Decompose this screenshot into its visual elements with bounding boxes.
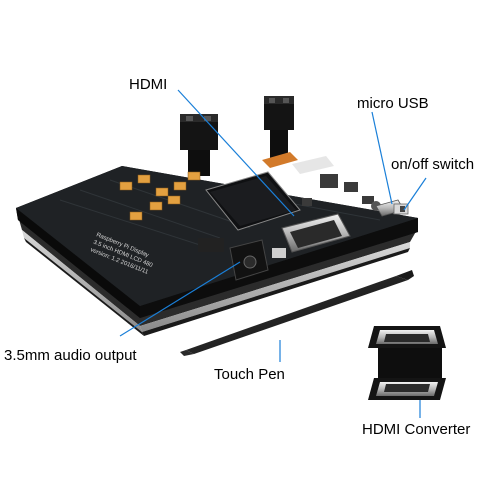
- on-off-switch: [393, 203, 409, 215]
- pointer-switch: [403, 177, 427, 211]
- capacitors: [119, 171, 201, 221]
- label-touch-pen: Touch Pen: [214, 366, 285, 383]
- board-print: Raspberry Pi Display 3.5 inch HDMI LCD 4…: [89, 232, 154, 276]
- pointer-micro-usb: [371, 111, 393, 205]
- label-on-off-switch: on/off switch: [391, 156, 475, 173]
- audio-jack: [198, 238, 269, 281]
- label-audio-output: 3.5mm audio output: [4, 347, 137, 364]
- pin-header-left: [180, 114, 218, 176]
- pointer-hdmi: [177, 89, 295, 217]
- flex-connector: [262, 152, 334, 174]
- touch-pen: [180, 270, 414, 356]
- pointer-audio: [119, 261, 241, 337]
- pin-header-right: [264, 96, 294, 160]
- label-hdmi: HDMI: [129, 76, 168, 93]
- label-hdmi-converter: HDMI Converter: [362, 421, 471, 438]
- label-micro-usb: micro USB: [357, 95, 429, 112]
- main-chip: [205, 171, 301, 231]
- hdmi-converter: [368, 326, 446, 400]
- pointer-lines: [119, 89, 427, 418]
- hdmi-port: [272, 213, 351, 258]
